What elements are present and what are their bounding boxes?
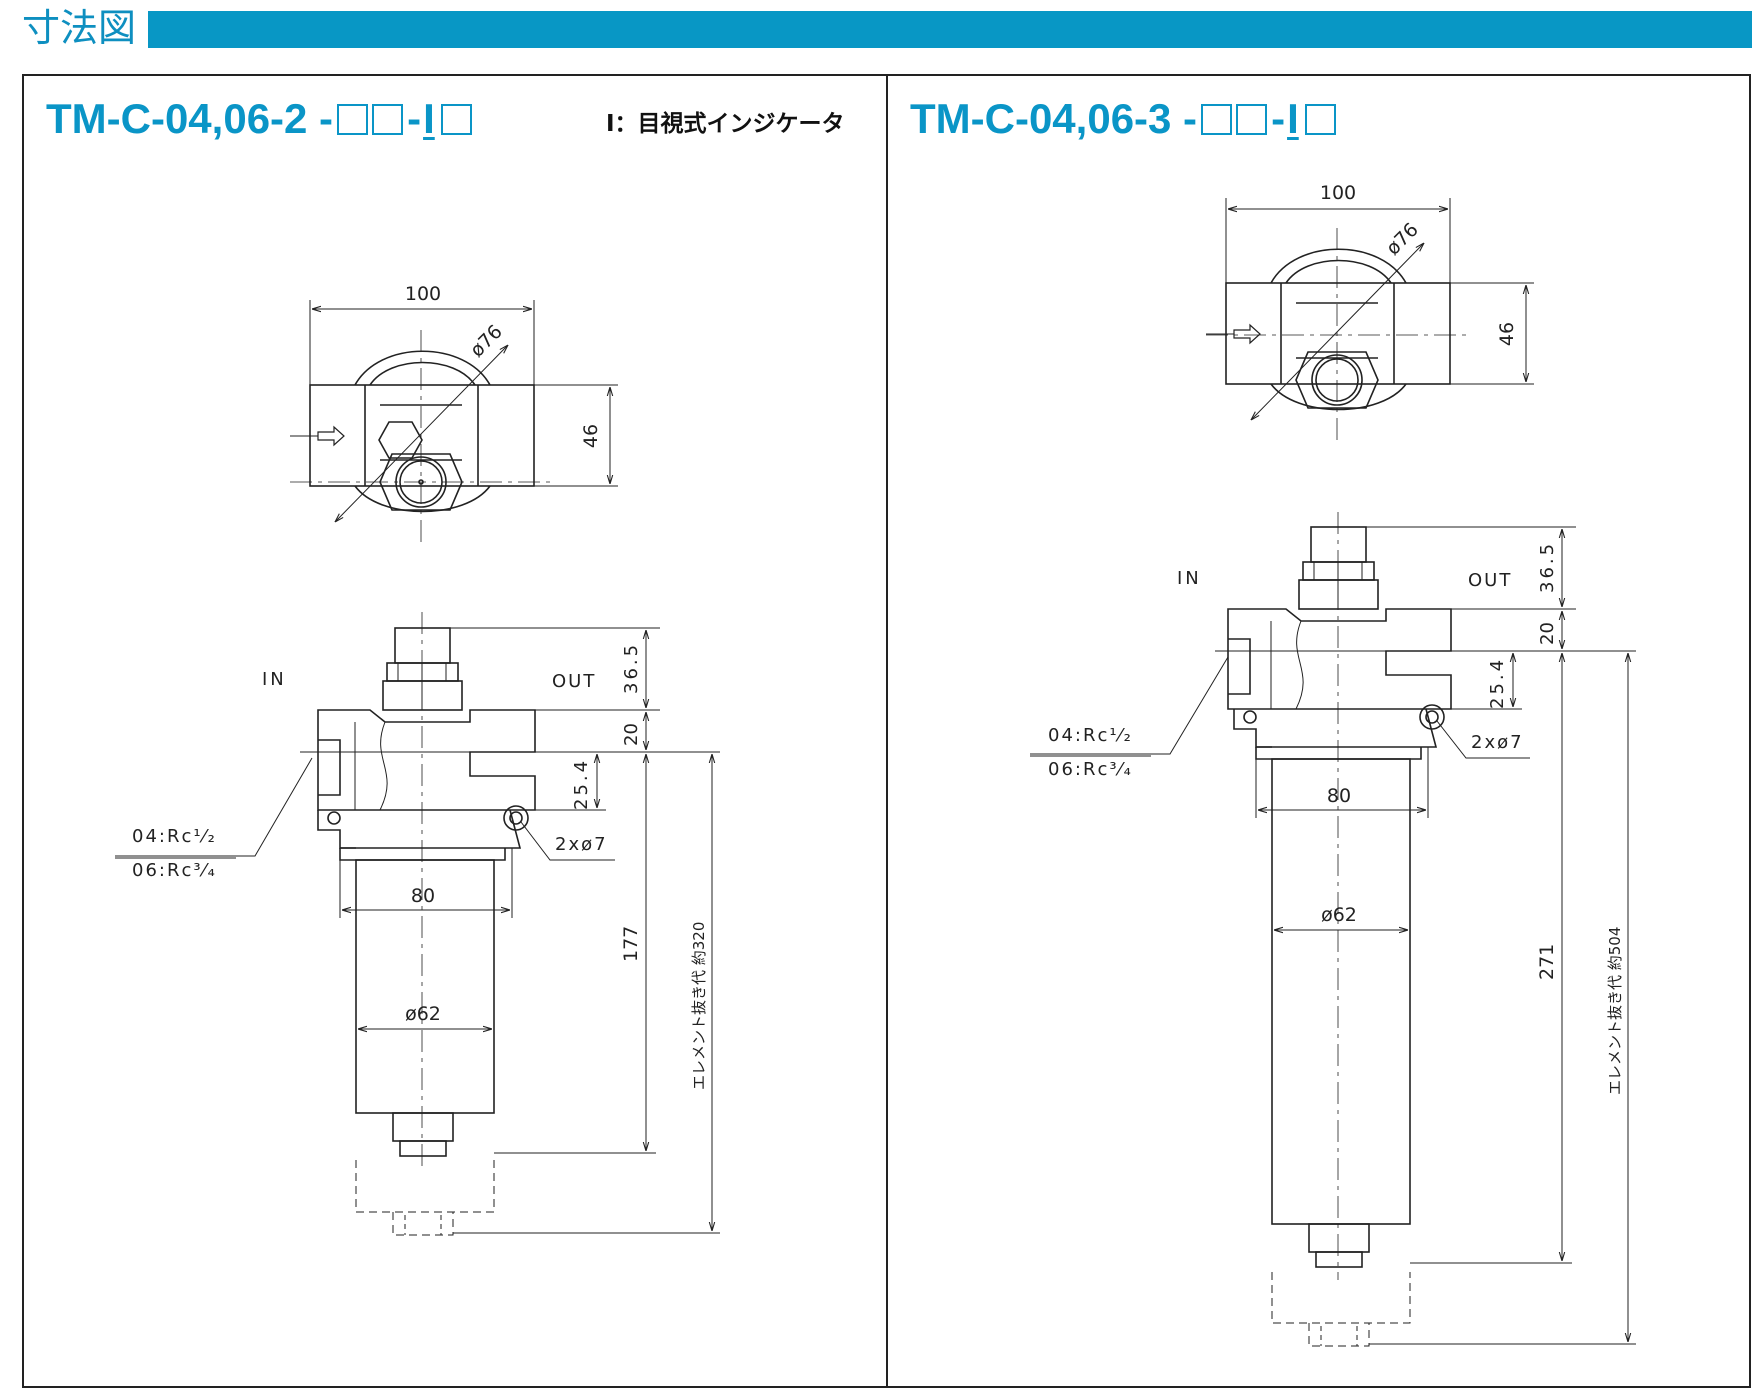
left-model-code-box-3 [440, 104, 472, 135]
left-dim-width-100: 100 [405, 283, 441, 305]
right-top-view [1206, 198, 1534, 443]
right-holes-label: 2xø7 [1471, 732, 1524, 753]
indicator-legend: I：目視式インジケータ [606, 111, 845, 137]
section-title: 寸法図 [22, 6, 137, 50]
left-model-prefix: TM-C-04,06-2 - [46, 95, 334, 142]
right-port-06: 06:Rc³⁄₄ [1048, 759, 1133, 780]
right-dim-width-80: 80 [1327, 785, 1351, 807]
left-port-06: 06:Rc³⁄₄ [132, 860, 217, 881]
right-port-04: 04:Rc¹⁄₂ [1048, 725, 1133, 746]
right-model-title: TM-C-04,06-3 --I [910, 95, 1336, 143]
right-model-code-box-3 [1304, 104, 1336, 135]
left-holes-label: 2xø7 [555, 834, 608, 855]
left-dim-25-4: 25.4 [571, 758, 592, 810]
right-model-code-box-2 [1236, 104, 1268, 135]
left-model-code-box-2 [372, 104, 404, 135]
left-front-view [115, 612, 720, 1236]
section-title-bar [148, 11, 1752, 48]
left-model-title: TM-C-04,06-2 --I [46, 95, 472, 143]
right-in-label: IN [1177, 568, 1202, 589]
right-dim-20: 20 [1537, 622, 1558, 645]
left-dim-20: 20 [621, 723, 642, 746]
panel-divider [886, 74, 888, 1388]
right-model-indicator: I [1287, 95, 1299, 142]
left-top-view [290, 300, 618, 545]
left-out-label: OUT [552, 671, 596, 692]
left-element-removal: エレメント抜き代 約320 [690, 922, 708, 1090]
right-model-code-box-1 [1201, 104, 1233, 135]
right-dim-height-46: 46 [1496, 322, 1518, 346]
left-dim-36-5: 36.5 [621, 642, 642, 694]
right-dim-height-271: 271 [1536, 944, 1558, 980]
right-model-prefix: TM-C-04,06-3 - [910, 95, 1198, 142]
left-model-indicator: I [423, 95, 435, 142]
right-dim-diameter-76: ø76 [1382, 219, 1423, 260]
right-dim-25-4: 25.4 [1487, 657, 1508, 709]
right-element-removal: エレメント抜き代 約504 [1606, 927, 1624, 1095]
left-dim-height-177: 177 [620, 926, 642, 962]
left-dim-diameter-62: ø62 [405, 1003, 441, 1025]
left-dim-height-46: 46 [580, 424, 602, 448]
right-front-view [1030, 512, 1636, 1347]
left-model-code-box-1 [337, 104, 369, 135]
left-in-label: IN [262, 669, 287, 690]
right-out-label: OUT [1468, 570, 1512, 591]
right-dim-36-5: 36.5 [1537, 541, 1558, 593]
left-dim-width-80: 80 [411, 885, 435, 907]
right-dim-diameter-62: ø62 [1321, 904, 1357, 926]
left-dim-diameter-76: ø76 [466, 321, 507, 362]
right-dim-width-100: 100 [1320, 182, 1356, 204]
left-port-04: 04:Rc¹⁄₂ [132, 826, 217, 847]
